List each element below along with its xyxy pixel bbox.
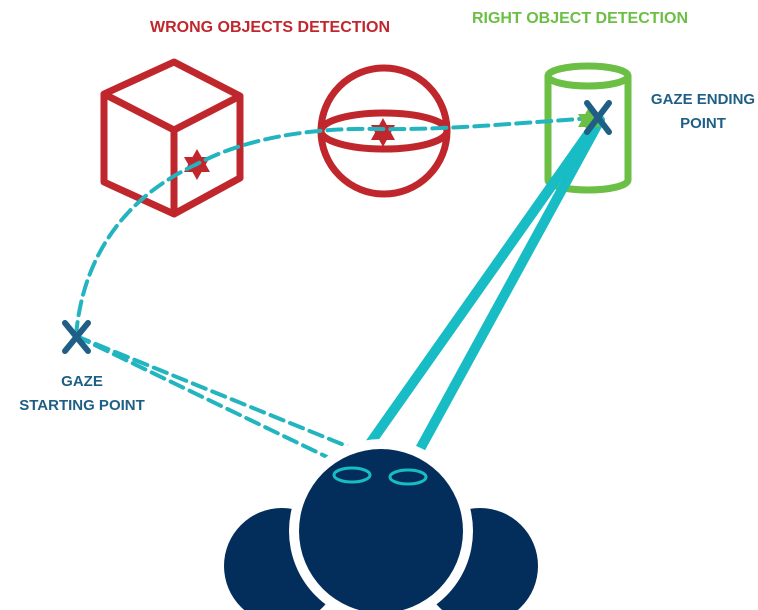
gaze-end-lines [347,115,605,476]
left-eye [332,466,372,484]
person-icon [224,439,538,610]
star-of-david-icon [371,118,395,147]
gaze-starting-label-line2: STARTING POINT [19,397,145,414]
right-object-title: RIGHT OBJECT DETECTION [472,10,688,27]
x-marker-icon [62,320,91,354]
gaze-ending-label-line1: GAZE ENDING [651,91,755,108]
head [299,449,463,610]
wrong-objects-title: WRONG OBJECTS DETECTION [150,19,390,36]
gaze-starting-label-line1: GAZE [61,373,103,390]
right-eye [388,468,428,486]
x-marker-icon [584,100,612,135]
gaze-path [74,116,596,338]
gaze-ending-label-line2: POINT [680,115,726,132]
cube-icon [100,58,244,218]
